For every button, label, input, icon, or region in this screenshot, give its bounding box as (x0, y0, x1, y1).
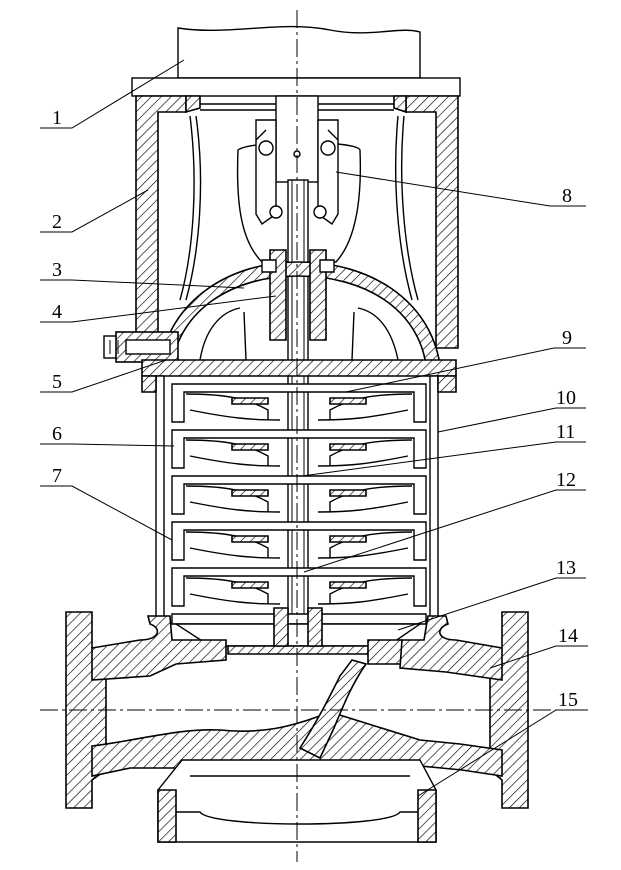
callout-7: 7 (52, 465, 62, 487)
callout-5: 5 (52, 371, 62, 393)
callout-6: 6 (52, 423, 62, 445)
callout-2: 2 (52, 211, 62, 233)
base-plate (173, 607, 423, 665)
callout-1: 1 (52, 107, 62, 129)
callout-13: 13 (556, 557, 576, 579)
leader-lines (40, 59, 588, 797)
outer-sleeve (141, 359, 457, 625)
callout-3: 3 (52, 259, 62, 281)
motor-bracket (135, 95, 459, 349)
center-lines (40, 10, 556, 862)
pump-shaft (287, 179, 309, 651)
impeller-stack (171, 383, 427, 625)
vent-plug (103, 331, 179, 363)
callout-14: 14 (558, 625, 578, 647)
callout-4: 4 (52, 301, 62, 323)
callout-8: 8 (562, 185, 572, 207)
callout-labels: 1 2 3 4 5 6 7 8 9 10 11 12 13 14 15 (52, 107, 578, 711)
callout-15: 15 (558, 689, 578, 711)
callout-9: 9 (562, 327, 572, 349)
callout-10: 10 (556, 387, 576, 409)
callout-11: 11 (556, 421, 575, 443)
callout-12: 12 (556, 469, 576, 491)
